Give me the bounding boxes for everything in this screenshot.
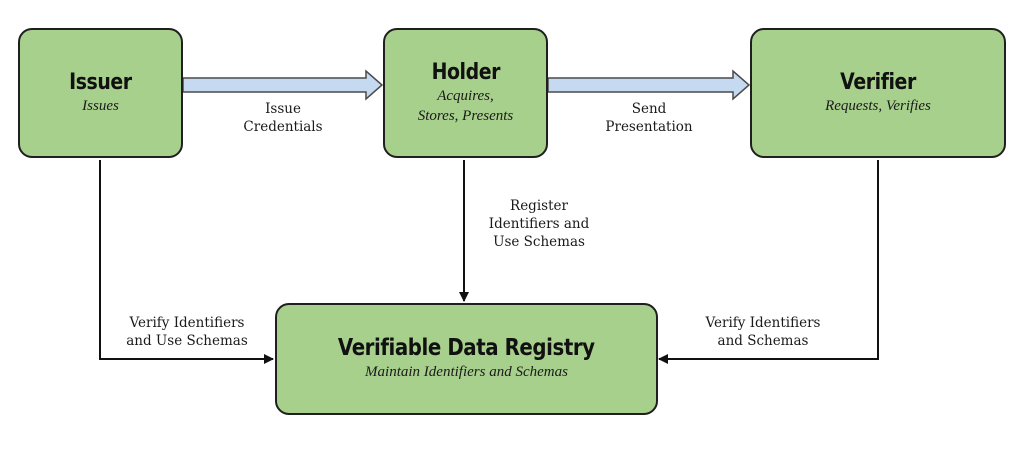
- holder-subtitle-line: Acquires,: [437, 88, 494, 105]
- issuer-title: Issuer: [69, 69, 132, 95]
- holder-register-label: Register Identifiers and Use Schemas: [478, 197, 600, 252]
- issuer-to-registry-connector: [99, 160, 274, 364]
- verifier-subtitle: Requests, Verifies: [825, 97, 931, 117]
- holder-subtitle-line: Stores, Presents: [417, 107, 514, 124]
- edge-label-line: Register: [510, 198, 568, 214]
- send-presentation-arrow: [547, 69, 751, 101]
- issuer-subtitle-line: Issues: [82, 97, 119, 114]
- verifier-to-registry-connector: [658, 160, 879, 364]
- registry-title: Verifiable Data Registry: [338, 335, 595, 362]
- issue-credentials-label: Issue Credentials: [228, 100, 338, 136]
- registry-subtitle: Maintain Identifiers and Schemas: [365, 363, 568, 383]
- issue-credentials-arrow: [182, 69, 384, 101]
- issuer-node: Issuer Issues: [18, 28, 183, 158]
- send-presentation-label: Send Presentation: [593, 100, 705, 136]
- issuer-subtitle: Issues: [82, 97, 119, 117]
- verifier-title: Verifier: [840, 69, 916, 95]
- edge-label-line: Identifiers and: [488, 216, 590, 233]
- holder-title: Holder: [431, 59, 500, 85]
- verifier-verify-label: Verify Identifiers and Schemas: [688, 314, 838, 350]
- verifier-node: Verifier Requests, Verifies: [750, 28, 1006, 158]
- edge-label-line: Credentials: [243, 119, 323, 136]
- registry-node: Verifiable Data Registry Maintain Identi…: [275, 303, 658, 415]
- edge-label-line: Send: [631, 101, 667, 117]
- edge-label-line: Verify Identifiers: [129, 315, 245, 331]
- edge-label-line: and Schemas: [717, 333, 809, 350]
- edge-label-line: Issue: [265, 101, 301, 117]
- edge-label-line: and Use Schemas: [126, 333, 248, 350]
- holder-subtitle: Acquires, Stores, Presents: [418, 87, 514, 126]
- issuer-verify-label: Verify Identifiers and Use Schemas: [112, 314, 262, 350]
- edge-label-line: Verify Identifiers: [705, 315, 821, 331]
- holder-node: Holder Acquires, Stores, Presents: [383, 28, 548, 158]
- edge-label-line: Use Schemas: [493, 234, 585, 251]
- registry-subtitle-line: Maintain Identifiers and Schemas: [365, 364, 568, 381]
- edge-label-line: Presentation: [605, 119, 693, 136]
- verifier-subtitle-line: Requests, Verifies: [825, 97, 931, 114]
